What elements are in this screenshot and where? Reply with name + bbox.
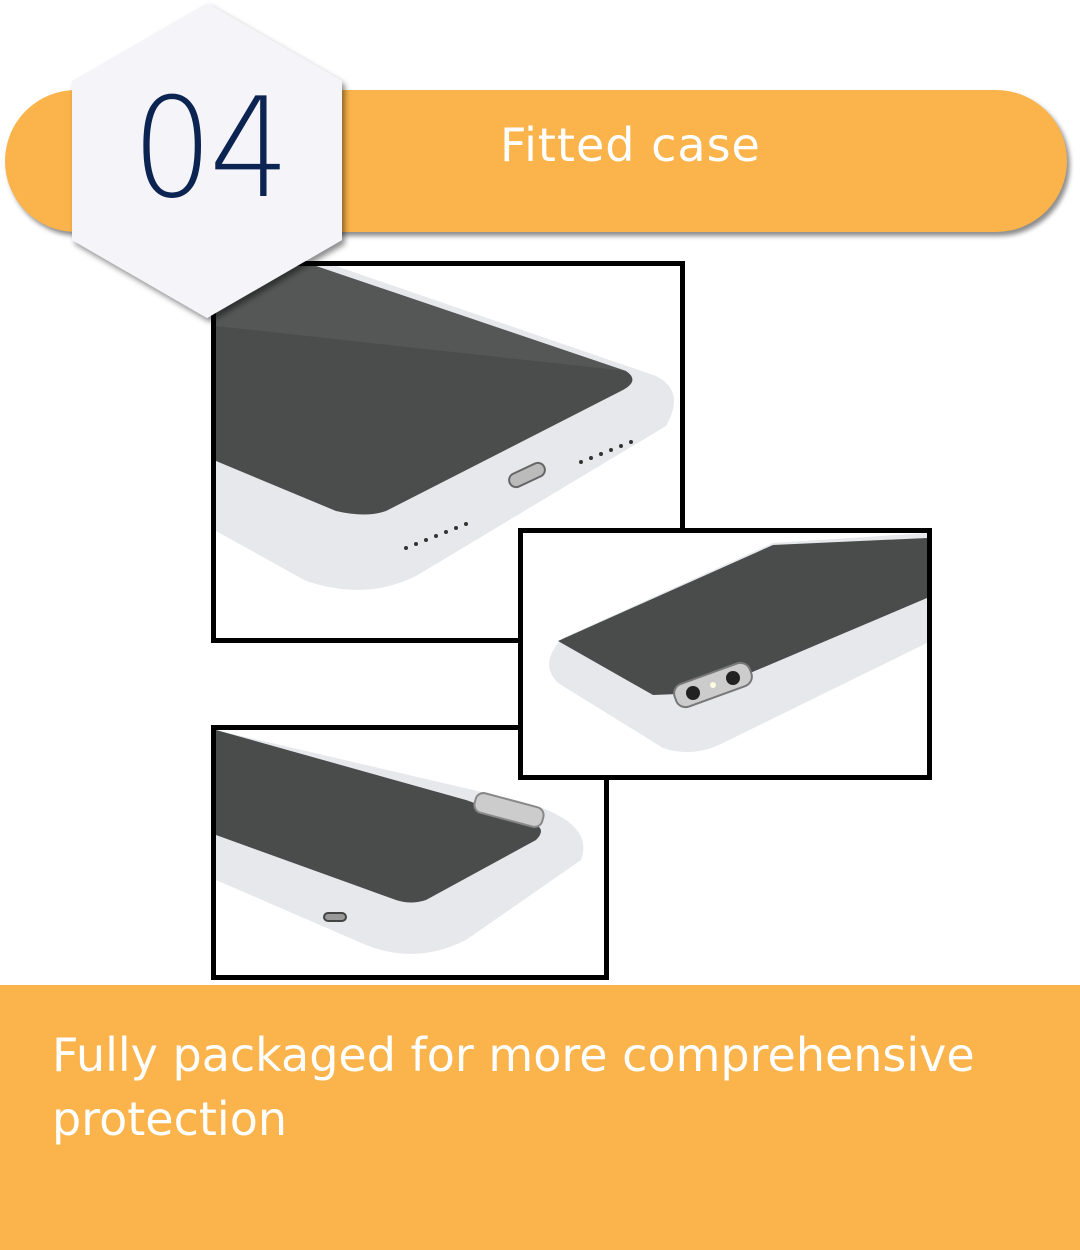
section-number: 04 <box>132 68 290 229</box>
section-title: Fitted case <box>500 118 761 172</box>
photo-case-bottom <box>211 261 685 643</box>
description-panel: Fully packaged for more comprehensive pr… <box>0 985 1080 1250</box>
photo-case-camera <box>518 528 932 780</box>
description-text: Fully packaged for more comprehensive pr… <box>52 1028 975 1146</box>
number-hexagon <box>72 3 342 318</box>
